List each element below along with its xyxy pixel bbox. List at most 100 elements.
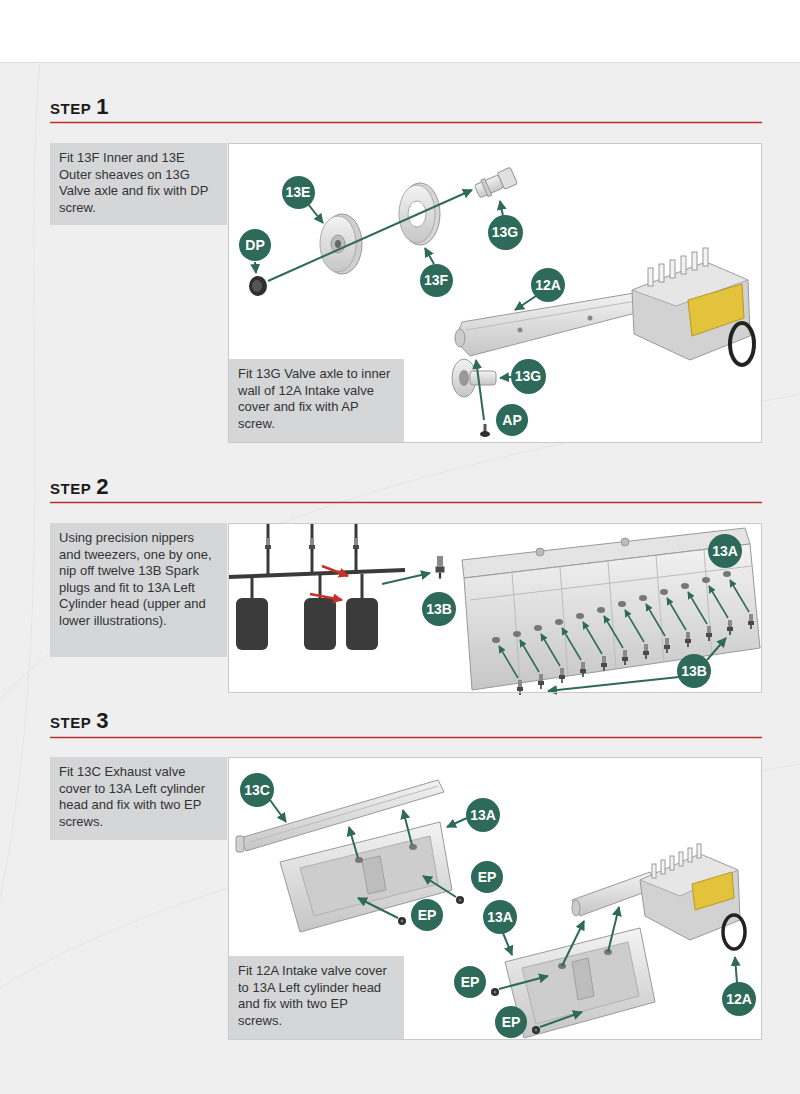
step-rule: [50, 737, 762, 739]
page-ground: [0, 62, 800, 63]
step-panel-ground: [228, 143, 762, 1040]
page-ground: [0, 0, 800, 62]
valve-axle: [481, 179, 492, 197]
assembly-line: [667, 598, 686, 630]
step-rule: [50, 502, 762, 504]
assembly-line: [382, 573, 430, 584]
callout-number: 13A: [470, 808, 496, 822]
callout-number: 13B: [426, 602, 452, 616]
spark-plug: [685, 632, 691, 647]
callout-number: 13C: [244, 783, 270, 797]
assembly-line: [423, 876, 456, 897]
ep-screw: [491, 988, 499, 996]
callout-circle: EP: [471, 861, 503, 893]
spark-plug: [559, 668, 565, 683]
instruction-box: Fit 13F Inner and 13E Outer sheaves on 1…: [50, 143, 227, 225]
ep-screw: [398, 917, 406, 925]
step-heading: STEP2: [50, 476, 108, 498]
sprue-plugs: [265, 538, 271, 553]
spark-plug-hole: [681, 583, 689, 589]
cylinder-head: [505, 928, 655, 1038]
leader-line: [425, 248, 434, 264]
callout-number: 12A: [726, 992, 752, 1006]
dp-screw: [249, 276, 267, 296]
intake-valve-cover: [588, 316, 593, 321]
step-panel-ground: [228, 523, 762, 693]
step-rule: [50, 122, 762, 124]
callout-circle: 13E: [282, 176, 315, 209]
outer-sheave: [320, 214, 362, 274]
leader-line: [255, 262, 256, 273]
dp-screw: [252, 280, 262, 292]
step-panel: STEP213A13B13B: [228, 523, 762, 693]
instruction-text: Fit 13G Valve axle to inner wall of 12A …: [238, 366, 395, 432]
callout-number: AP: [502, 413, 521, 427]
cylinder-head: [536, 548, 544, 556]
valve-axle: [497, 167, 517, 189]
callout-number: 13A: [487, 910, 513, 924]
callout-circle: 13A: [708, 534, 742, 568]
assembly-line: [625, 610, 644, 642]
injection-pump: [661, 860, 665, 874]
callout-number: 13A: [712, 544, 738, 558]
callout-number: EP: [461, 975, 480, 989]
intake-valve-cover: [518, 328, 523, 333]
assembly-line: [562, 628, 581, 660]
callout-circle: 13B: [422, 592, 456, 626]
assembly-line: [499, 976, 548, 989]
injection-pump: [688, 848, 692, 862]
injection-pump: [652, 864, 656, 878]
spark-plug-loose: [436, 556, 445, 579]
assembly-line: [709, 586, 728, 618]
callout-number: 13G: [515, 369, 541, 383]
callout-circle: 13C: [240, 773, 274, 807]
valve-axle-fitted: [459, 370, 469, 386]
leader-line: [255, 201, 536, 378]
leader-line: [735, 957, 737, 983]
callout-number: EP: [502, 1015, 521, 1029]
leader-line: [308, 204, 323, 223]
spark-plug: [748, 614, 754, 629]
step-label: STEP: [50, 101, 91, 116]
cut-arrow: [322, 566, 348, 576]
spark-plug: [643, 644, 649, 659]
ap-screw: [480, 424, 490, 437]
instruction-box: Fit 13C Exhaust valve cover to 13A Left …: [50, 757, 227, 840]
injection-pump: [692, 252, 697, 270]
instruction-text: Fit 13F Inner and 13E Outer sheaves on 1…: [59, 150, 218, 216]
page-ground: [0, 60, 40, 900]
callout-number: DP: [245, 238, 264, 252]
leader-line: [707, 638, 726, 660]
sprue-tab: [236, 598, 268, 650]
step-number: 1: [96, 96, 108, 118]
sprue-plugs: [353, 538, 359, 553]
step-heading: STEP 1: [50, 96, 108, 118]
callout-number: 13B: [681, 664, 707, 678]
outer-sheave: [335, 240, 341, 248]
cylinder-head: [512, 572, 520, 683]
injection-pump: [640, 844, 745, 949]
instruction-text: Using precision nippers and tweezers, on…: [59, 530, 218, 629]
assembly-line: [499, 580, 749, 678]
assembly-line: [730, 580, 749, 612]
callout-circle: 13A: [483, 900, 517, 934]
callout-number: EP: [478, 870, 497, 884]
spark-plug: [622, 650, 628, 665]
spark-plug: [706, 626, 712, 641]
spark-plug-hole: [723, 571, 731, 577]
spark-plug-hole: [555, 619, 563, 625]
ep-screw: [532, 1026, 540, 1034]
cut-arrow: [310, 594, 342, 600]
injection-pump: [679, 852, 683, 866]
valve-axle-fitted: [470, 371, 496, 385]
sprue-plugs: [309, 538, 315, 553]
callout-circle: 12A: [531, 268, 565, 302]
spark-plug-hole: [492, 571, 731, 643]
spark-plug: [580, 662, 586, 677]
injection-pump: [648, 268, 653, 286]
leader-line: [548, 677, 679, 691]
cylinder-head: [572, 958, 594, 1000]
callout-circle: 13G: [488, 215, 523, 250]
spark-plug: [517, 614, 754, 695]
